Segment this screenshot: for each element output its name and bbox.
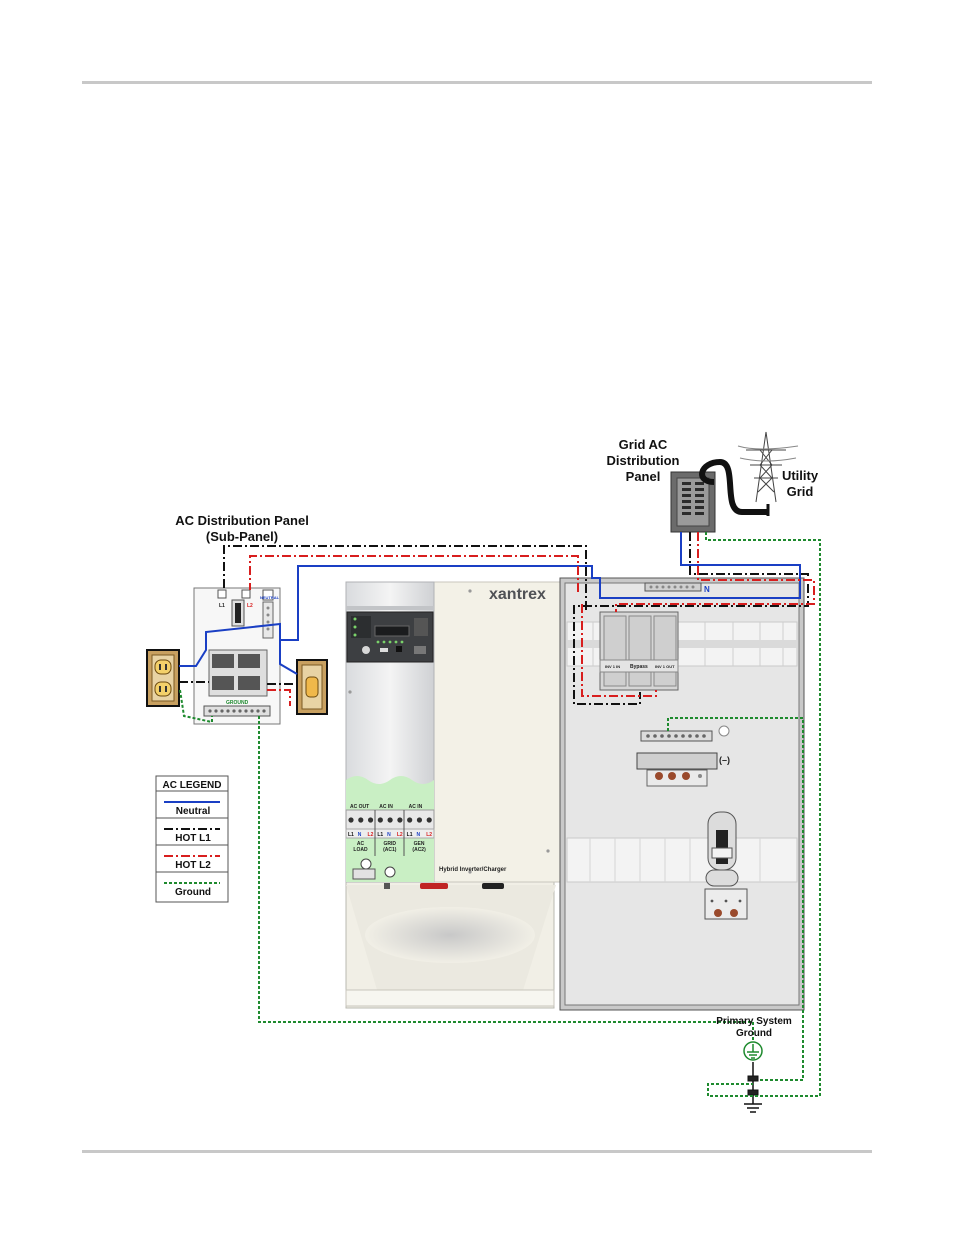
- grid-panel-label-line2: Distribution: [607, 453, 680, 468]
- light-switch: [297, 660, 327, 714]
- terminal-pin-0: L1: [348, 832, 354, 838]
- legend-label-0: Neutral: [176, 806, 211, 817]
- terminal-screw: [417, 817, 422, 822]
- earth-ground-rod: [744, 1062, 762, 1112]
- neutral-wire-switch: [280, 640, 297, 674]
- terminal-pin-5: L2: [397, 832, 403, 838]
- terminal-header-0: AC OUT: [350, 804, 369, 810]
- terminal-name-1-1: (AC1): [383, 847, 397, 853]
- terminal-screw: [407, 817, 412, 822]
- terminal-screw: [368, 817, 373, 822]
- sub-panel-label-line2: (Sub-Panel): [206, 529, 278, 544]
- terminal-screw: [358, 817, 363, 822]
- terminal-header-1: AC IN: [379, 804, 393, 810]
- sub-panel: L1 L2 NEUTRAL GROUND: [194, 588, 280, 724]
- terminal-name-2-1: (AC2): [412, 847, 426, 853]
- negative-bus-tag: (–): [719, 755, 730, 765]
- conduit-box: [346, 880, 556, 1008]
- terminal-screw: [427, 817, 432, 822]
- terminal-pin-4: N: [387, 832, 391, 838]
- grid-panel-label-line1: Grid AC: [619, 437, 668, 452]
- terminal-pin-7: N: [416, 832, 420, 838]
- terminal-screw: [348, 817, 353, 822]
- bypass-label-out: INV 1 OUT: [655, 664, 675, 669]
- grid-panel-label-line3: Panel: [626, 469, 661, 484]
- sub-panel-label: AC Distribution Panel (Sub-Panel): [175, 513, 309, 544]
- utility-grid-label-line2: Grid: [787, 484, 814, 499]
- bypass-label-bypass: Bypass: [630, 664, 648, 670]
- utility-grid-label-line1: Utility: [782, 468, 819, 483]
- legend-title: AC LEGEND: [163, 780, 222, 791]
- legend-label-1: HOT L1: [175, 833, 211, 844]
- brand-logo: xantrex: [489, 586, 546, 603]
- neutral-tag: N: [704, 585, 710, 594]
- terminal-screw: [378, 817, 383, 822]
- terminal-pin-1: N: [358, 832, 362, 838]
- sub-panel-label-line1: AC Distribution Panel: [175, 513, 309, 528]
- bypass-label-in: INV 1 IN: [605, 664, 620, 669]
- ground-ref-label-line1: Primary System: [716, 1016, 792, 1027]
- power-distribution-panel: INV 1 IN Bypass INV 1 OUT N (–): [560, 578, 804, 1010]
- inverter-caption: Hybrid Inverter/Charger: [439, 867, 507, 873]
- legend-label-2: HOT L2: [175, 860, 211, 871]
- sub-l2-label: L2: [247, 603, 253, 609]
- sub-neutral-label: NEUTRAL: [260, 595, 280, 600]
- terminal-screw: [388, 817, 393, 822]
- ground-symbol: [744, 1042, 762, 1060]
- ground-ref-label: Primary System Ground: [716, 1016, 792, 1039]
- sub-l1-label: L1: [219, 603, 225, 609]
- utility-grid-label: Utility Grid: [782, 468, 819, 499]
- terminal-screw: [397, 817, 402, 822]
- terminal-name-0-1: LOAD: [353, 847, 368, 853]
- ground-ref-label-line2: Ground: [736, 1028, 772, 1039]
- legend-label-3: Ground: [175, 887, 211, 898]
- terminal-pin-3: L1: [377, 832, 383, 838]
- sub-ground-label: GROUND: [226, 700, 249, 706]
- duplex-outlet: [147, 650, 179, 706]
- terminal-pin-2: L2: [368, 832, 374, 838]
- grid-panel-label: Grid AC Distribution Panel: [607, 437, 680, 484]
- terminal-header-2: AC IN: [409, 804, 423, 810]
- terminal-pin-8: L2: [426, 832, 432, 838]
- terminal-pin-6: L1: [407, 832, 413, 838]
